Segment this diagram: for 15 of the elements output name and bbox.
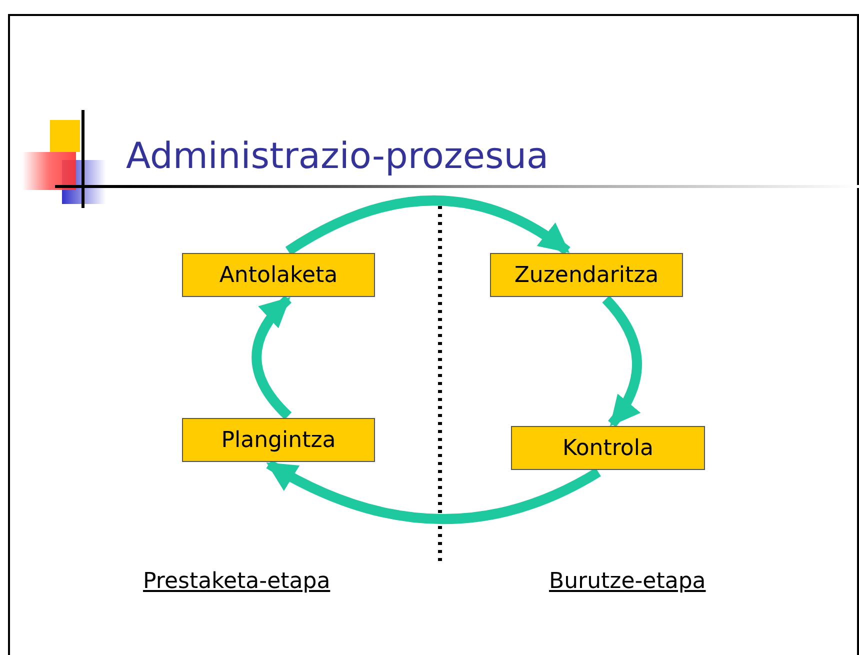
curved-arrow: [286, 196, 570, 256]
box-label: Zuzendaritza: [514, 262, 659, 290]
stage-label: Burutze-etapa: [549, 568, 706, 596]
box-label: Kontrola: [562, 434, 654, 462]
slide-title: Administrazio-prozesua: [126, 135, 549, 179]
box-label: Antolaketa: [219, 262, 338, 290]
process-box: [182, 253, 375, 297]
curved-arrow: [266, 460, 601, 524]
process-box: [182, 418, 375, 462]
process-box: [511, 426, 705, 470]
curved-arrow: [602, 296, 642, 428]
process-box: [490, 253, 683, 297]
curved-arrow: [252, 295, 292, 420]
stage-label: Prestaketa-etapa: [143, 568, 330, 596]
box-label: Plangintza: [221, 426, 336, 454]
